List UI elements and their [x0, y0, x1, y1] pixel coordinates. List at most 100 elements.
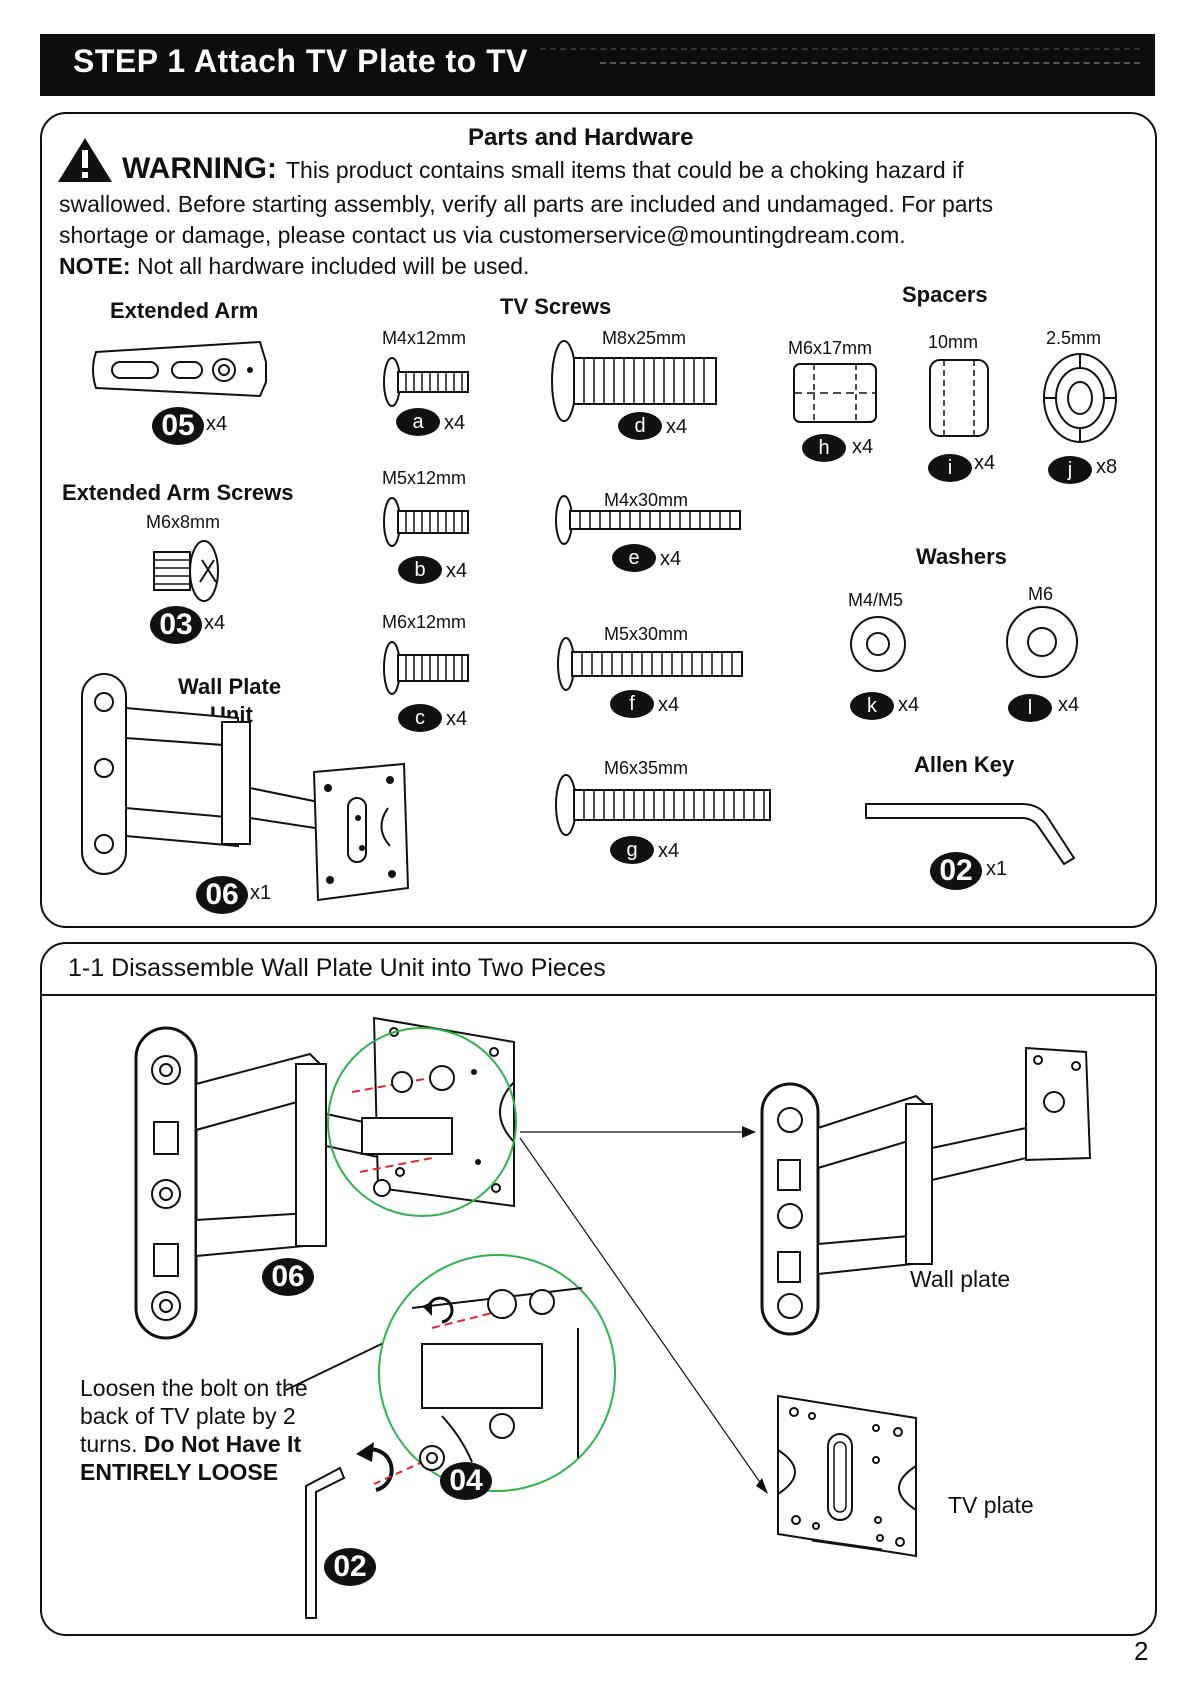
part-badge-k: k [850, 692, 894, 720]
tv-plate-separated-drawing [777, 1394, 917, 1558]
part-qty: x4 [660, 548, 682, 570]
tv-screws-title: TV Screws [500, 294, 612, 319]
extended-arm-screw-drawing [153, 540, 219, 602]
part-badge-d: d [618, 412, 662, 440]
wall-plate-unit-title-line1: Wall Plate [178, 674, 282, 699]
part-qty: x4 [898, 694, 920, 716]
part-size-label: M6 [1028, 584, 1054, 604]
extended-arm-drawing [92, 340, 267, 398]
part-qty: x4 [204, 612, 226, 634]
part-badge-c: c [398, 704, 442, 732]
banner-dash-decoration [600, 62, 1140, 64]
warning-text-line2: swallowed. Before starting assembly, ver… [59, 191, 994, 217]
part-badge-g: g [610, 836, 654, 864]
extended-arm-screws-title: Extended Arm Screws [62, 480, 294, 505]
part-badge-e: e [612, 544, 656, 572]
instruction-line1: Loosen the bolt on the [80, 1375, 308, 1401]
wall-plate-label: Wall plate [910, 1266, 1011, 1292]
part-badge-05: 05 [152, 407, 204, 445]
part-badge-06: 06 [196, 876, 248, 914]
parts-heading: Parts and Hardware [468, 124, 694, 151]
part-badge-j: j [1048, 456, 1092, 484]
screw-m4x30-drawing [555, 495, 741, 545]
warning-triangle-icon [58, 138, 112, 182]
part-qty: x4 [974, 452, 996, 474]
step-1-1-title: 1-1 Disassemble Wall Plate Unit into Two… [68, 954, 606, 982]
part-badge-b: b [398, 556, 442, 584]
spacers-title: Spacers [902, 282, 988, 307]
rotate-arrow-icon [356, 1442, 394, 1492]
part-qty: x4 [1058, 694, 1080, 716]
part-qty: x1 [250, 882, 272, 904]
note-label: NOTE: [59, 253, 131, 279]
page-number: 2 [1134, 1636, 1149, 1666]
part-qty: x4 [658, 840, 680, 862]
wall-plate-unit-drawing [81, 673, 410, 902]
wall-plate-unit-large-drawing [134, 1026, 431, 1340]
washer-m4-m5-drawing [850, 616, 906, 672]
part-qty: x4 [444, 412, 466, 434]
note-text: Not all hardware included will be used. [136, 253, 530, 279]
part-size-label: M4/M5 [848, 590, 904, 610]
bolt-detail-magnifier [378, 1254, 616, 1492]
spacer-10mm-drawing [929, 359, 989, 437]
part-qty: x4 [666, 416, 688, 438]
part-size-label: M6x35mm [604, 758, 689, 778]
callout-badge-02: 02 [324, 1548, 376, 1586]
screw-m4x12-drawing [383, 357, 469, 407]
instruction-line2: back of TV plate by 2 [80, 1403, 296, 1429]
step-banner: STEP 1 Attach TV Plate to TV [40, 34, 1155, 96]
part-size-label: M5x30mm [604, 624, 689, 644]
part-qty: x4 [446, 708, 468, 730]
part-qty: x4 [852, 436, 874, 458]
step-1-1-header: 1-1 Disassemble Wall Plate Unit into Two… [42, 944, 1155, 996]
screw-m5x12-drawing [383, 497, 469, 547]
spacer-2-5mm-drawing [1043, 353, 1117, 443]
step-title: STEP 1 Attach TV Plate to TV [73, 43, 528, 79]
part-size-label: M4x30mm [604, 490, 689, 510]
part-size-label: M6x12mm [382, 612, 467, 632]
part-size-label: M5x12mm [382, 468, 467, 488]
warning-label: WARNING: [122, 152, 277, 185]
tv-plate-label: TV plate [948, 1492, 1034, 1518]
part-qty: x4 [658, 694, 680, 716]
warning-text-line1: This product contains small items that c… [286, 157, 964, 183]
part-badge-f: f [610, 690, 654, 718]
instruction-warning-bold2: ENTIRELY LOOSE [80, 1459, 279, 1485]
instruction-warning-bold1: Do Not Have It [143, 1431, 302, 1457]
wall-plate-separated-drawing [760, 1046, 1092, 1336]
part-qty: x1 [986, 858, 1008, 880]
part-size-label: M4x12mm [382, 328, 467, 348]
allen-key-drawing [865, 803, 1076, 866]
rotate-arrow-icon [422, 1296, 454, 1324]
screw-m6x35-drawing [555, 774, 771, 836]
screw-m6x12-drawing [383, 641, 469, 695]
part-size-label: M6x17mm [788, 338, 873, 358]
washers-title: Washers [916, 544, 1007, 569]
spacer-m6x17-drawing [793, 363, 877, 423]
part-badge-i: i [928, 454, 972, 482]
part-badge-02: 02 [930, 852, 982, 890]
extended-arm-title: Extended Arm [110, 298, 259, 323]
part-badge-h: h [802, 434, 846, 462]
allen-key-in-use-drawing [305, 1466, 346, 1619]
part-qty: x4 [206, 413, 228, 435]
screw-m8x25-drawing [551, 340, 717, 422]
part-size-label: M8x25mm [602, 328, 687, 348]
part-size-label: 2.5mm [1046, 328, 1102, 348]
detail-magnifier-circle [327, 1027, 517, 1217]
warning-text-line3: shortage or damage, please contact us vi… [59, 222, 906, 248]
washer-m6-drawing [1006, 606, 1078, 678]
callout-badge-04: 04 [440, 1462, 492, 1500]
instruction-line3: turns. [80, 1431, 138, 1457]
part-size-label: M6x8mm [146, 512, 221, 532]
callout-badge-06: 06 [262, 1258, 314, 1296]
part-qty: x8 [1096, 456, 1118, 478]
step-1-1-panel: 1-1 Disassemble Wall Plate Unit into Two… [40, 942, 1157, 1636]
screw-m5x30-drawing [557, 637, 743, 691]
part-badge-03: 03 [150, 606, 202, 644]
bolt-alignment-line [373, 1445, 445, 1485]
part-qty: x4 [446, 560, 468, 582]
part-badge-a: a [396, 408, 440, 436]
